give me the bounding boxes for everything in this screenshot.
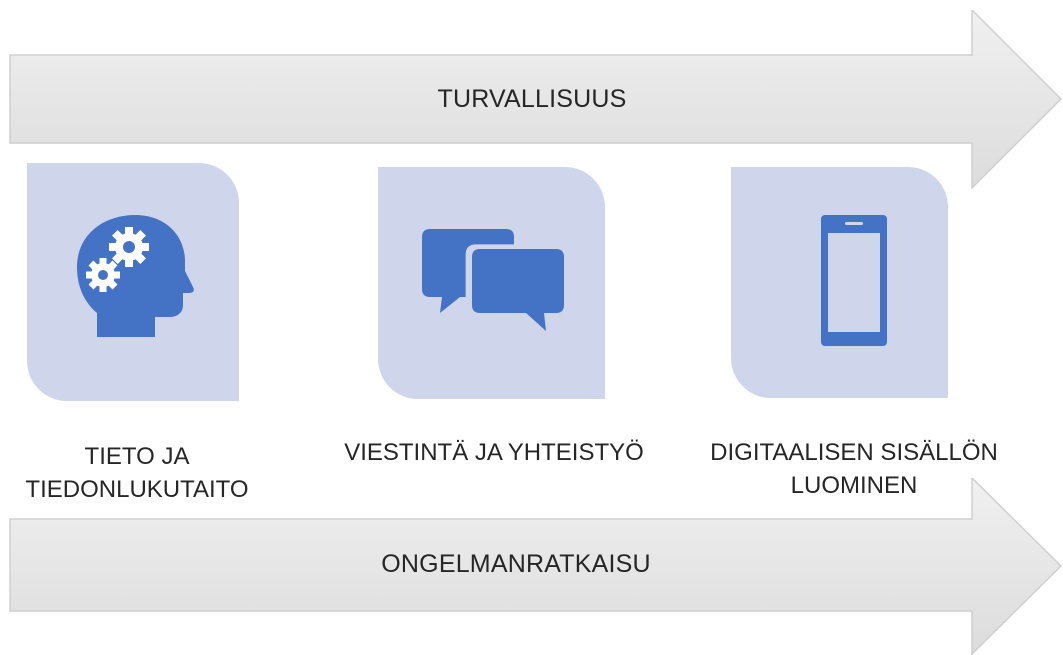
tile-content-creation (731, 167, 948, 398)
bottom-arrow-label: ONGELMANRATKAISU (381, 550, 651, 578)
top-arrow-label: TURVALLISUUS (437, 85, 627, 113)
caption-line: TIEDONLUKUTAITO (25, 476, 249, 503)
bottom-arrow-shape (9, 478, 1063, 655)
caption-line: LUOMINEN (790, 472, 918, 499)
bottom-arrow: ONGELMANRATKAISU (0, 478, 1063, 655)
top-arrow: TURVALLISUUS (0, 10, 1063, 190)
caption-communication: VIESTINTÄ JA YHTEISTYÖ (344, 436, 644, 469)
caption-information-literacy: TIETO JA TIEDONLUKUTAITO (25, 440, 248, 506)
head-gears-icon (77, 215, 194, 337)
chat-bubbles-icon (422, 229, 571, 340)
caption-line: VIESTINTÄ JA YHTEISTYÖ (344, 439, 644, 466)
top-arrow-shape (9, 10, 1063, 190)
tile-communication (378, 167, 605, 399)
tile-information-literacy (27, 163, 239, 401)
smartphone-icon (821, 215, 887, 346)
caption-line: TIETO JA (84, 443, 190, 470)
caption-content-creation: DIGITAALISEN SISÄLLÖN LUOMINEN (710, 436, 998, 502)
caption-line: DIGITAALISEN SISÄLLÖN (710, 439, 998, 466)
